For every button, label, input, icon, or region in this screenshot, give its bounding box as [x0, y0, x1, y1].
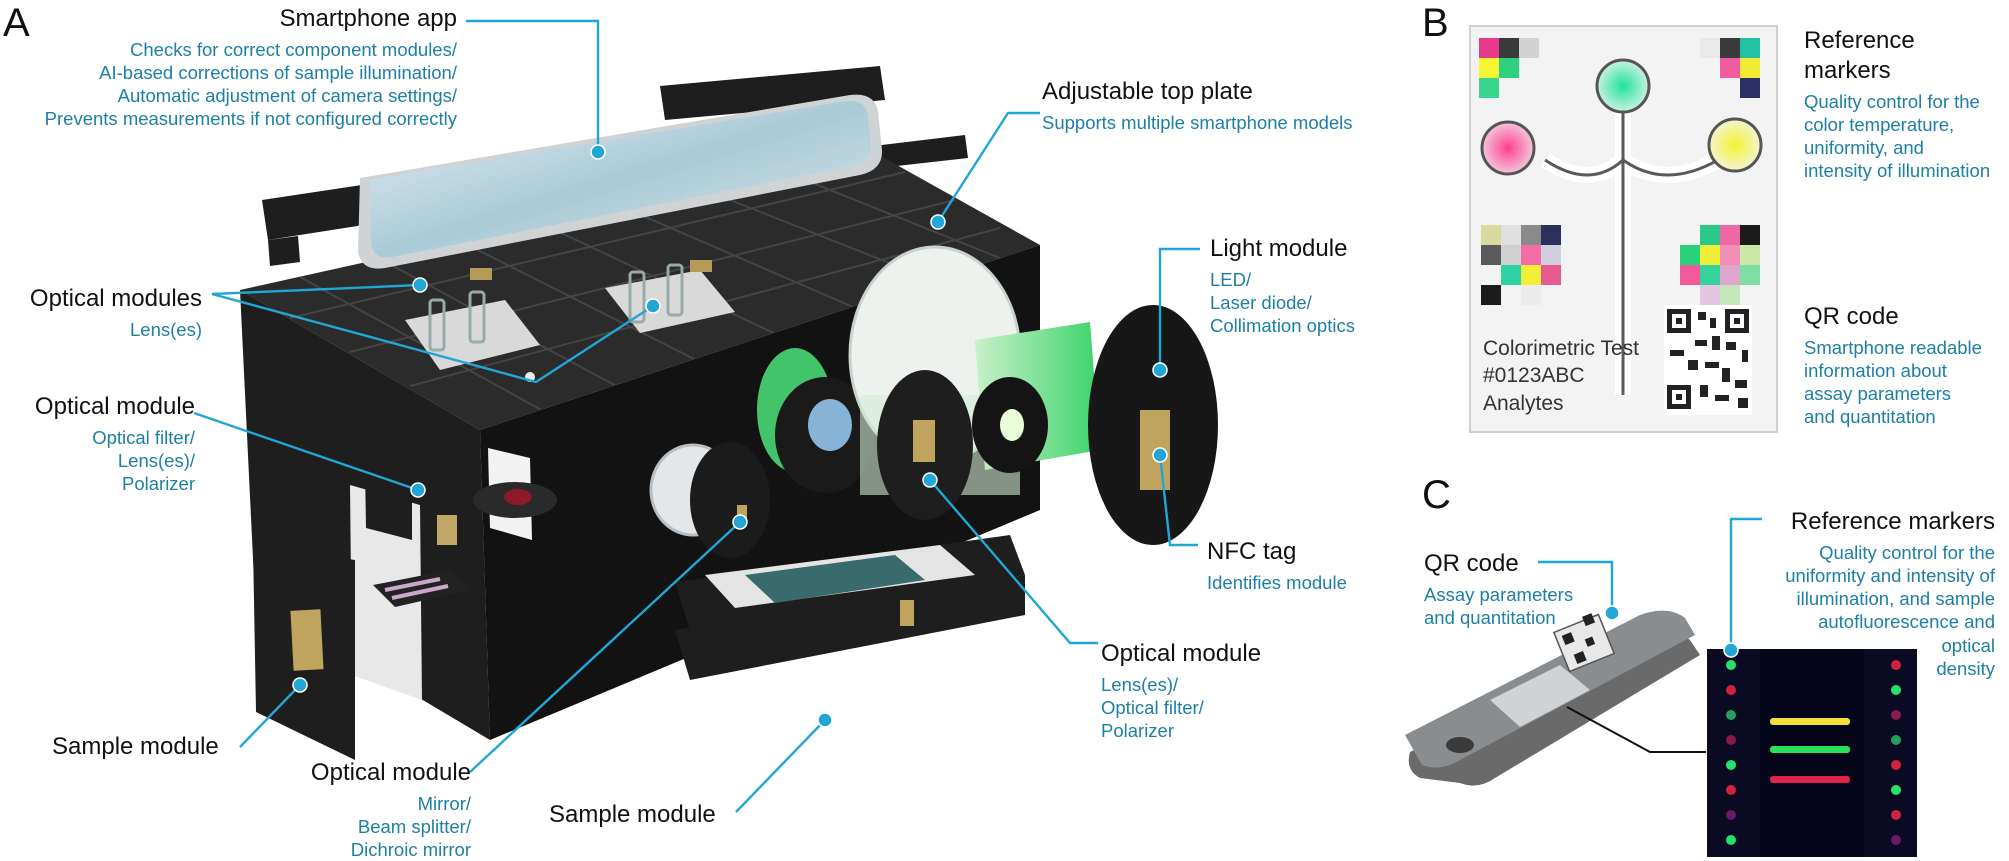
card-qr-code — [1664, 305, 1752, 415]
top-plate-clamp-right — [660, 66, 885, 120]
smartphone-app-description: Checks for correct component modules/ AI… — [44, 39, 457, 130]
label-nfc-tag: NFC tag Identifies module — [1207, 538, 1347, 593]
label-sample-module-left: Sample module — [52, 733, 219, 760]
fluorescence-image — [1707, 649, 1917, 857]
label-sample-module-bottom: Sample module — [549, 801, 716, 828]
colorimetric-card-illustration — [1469, 25, 1778, 433]
lateral-flow-cassette-illustration — [1405, 610, 1706, 786]
label-light-module: Light module LED/ Laser diode/ Collimati… — [1210, 235, 1355, 337]
label-optical-module-lens-filter: Optical module Lens(es)/ Optical filter/… — [1101, 640, 1262, 742]
top-plate-clamp-left — [262, 183, 383, 240]
label-optical-module-mirror: Optical module Mirror/ Beam splitter/ Di… — [310, 759, 471, 861]
optical-module-housing-left — [405, 300, 540, 370]
card-text: Colorimetric Test #0123ABC Analytes — [1483, 337, 1639, 415]
panel-label-a: A — [3, 1, 30, 45]
reference-marker-dots-right — [1891, 660, 1901, 845]
label-reference-markers-c: Reference markers Quality control for th… — [1785, 508, 1995, 679]
cassette-window — [1490, 665, 1590, 727]
panel-label-c: C — [1422, 473, 1451, 517]
label-qr-code-c: QR code Assay parameters and quantitatio… — [1424, 550, 1574, 629]
test-line-green — [1770, 746, 1850, 753]
label-qr-code-b: QR code Smartphone readable information … — [1804, 303, 1982, 428]
panel-label-b: B — [1422, 1, 1449, 45]
device-illustration — [240, 66, 1218, 760]
label-smartphone-app: Smartphone app — [279, 5, 457, 32]
microfluidic-chip — [745, 555, 925, 603]
test-line-red — [1770, 776, 1850, 783]
label-adjustable-top-plate: Adjustable top plate Supports multiple s… — [1042, 78, 1353, 133]
label-reference-markers-b: Reference markers Quality control for th… — [1804, 27, 1991, 182]
label-optical-modules-lens: Optical modules Lens(es) — [29, 285, 202, 340]
top-plate-clamp-foot — [268, 236, 300, 266]
panel-c-leaders — [1538, 517, 1762, 658]
panel-a-leaders — [193, 19, 1200, 813]
label-optical-module-filter: Optical module Optical filter/ Lens(es)/… — [34, 393, 195, 495]
reference-marker-dots-left — [1726, 660, 1736, 845]
test-line-yellow — [1770, 718, 1850, 725]
smartphone-illustration — [358, 94, 883, 269]
